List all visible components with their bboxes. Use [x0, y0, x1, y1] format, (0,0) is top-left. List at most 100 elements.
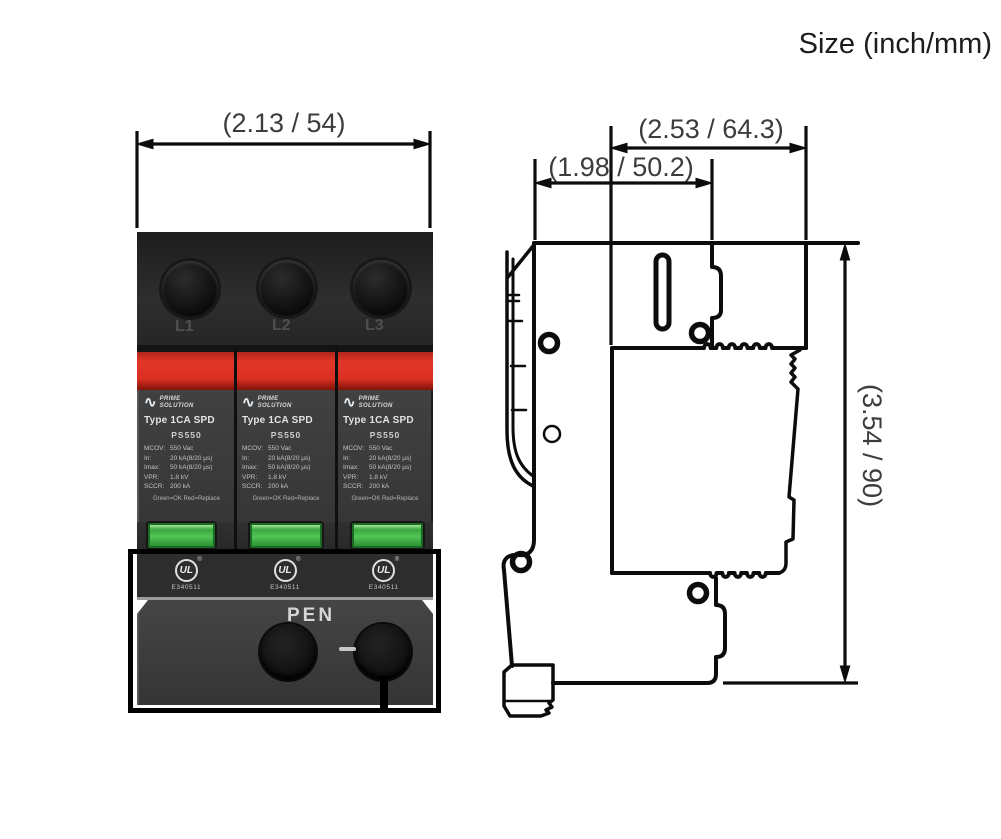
module-top-ribbed-edge [610, 342, 808, 350]
brand-wave-icon: ∿ [144, 393, 157, 411]
brand-row: ∿ PRIME SOLUTION [242, 395, 330, 410]
status-indicator-window-2 [250, 523, 322, 548]
ul-file-number: E340511 [368, 584, 399, 591]
spec-row: VPR:1.8 kV [343, 474, 427, 481]
ext-front-width [135, 131, 432, 228]
model-number: PS550 [270, 430, 302, 440]
spec-value: 200 kA [268, 483, 289, 490]
spec-row: MCOV: 550 Vac [144, 445, 229, 452]
spec-value: 20 kA(8/20 μs) [268, 454, 311, 462]
spec-key: SCCR: [343, 483, 364, 490]
ul-letters: UL [377, 564, 391, 576]
spec-key: In: [242, 454, 250, 462]
ul-letters: UL [179, 564, 193, 576]
spec-key: VPR: [144, 473, 160, 481]
spec-row: In:20 kA(8/20 μs) [144, 455, 229, 462]
status-line: Green=OK Red=Replace [152, 496, 221, 502]
brand-text: PRIME SOLUTION [258, 396, 292, 410]
spec-value: 550 Vac [170, 445, 194, 452]
brand-line1: PRIME [257, 395, 279, 402]
din-plate-inner [511, 257, 535, 478]
mount-ring-top-left [537, 331, 561, 355]
brand-wave-icon: ∿ [343, 393, 356, 411]
spec-key: Imax: [343, 464, 359, 471]
model-number: PS550 [369, 430, 401, 440]
module-label-area: ∿ PRIME SOLUTION Type 1CA SPD PS550 MCOV… [137, 390, 433, 522]
dim-label-base-depth: (1.98 / 50.2) [548, 152, 694, 182]
module-front-lower-edge [777, 348, 802, 575]
spec-list: MCOV: 550 Vac In:20 kA(8/20 μs) Imax: 50 k… [343, 445, 427, 490]
brand-text: PRIME SOLUTION [160, 396, 194, 410]
spec-row: VPR: 1.8 kV [144, 474, 229, 481]
dim-label-total-depth: (2.53 / 64.3) [638, 114, 784, 144]
ul-certification-row: UL ® E340511 UL ® E340511 UL ® E340511 [137, 553, 433, 597]
module-label-2: ∿ PRIME SOLUTION Type 1CA SPD PS550 MCOV… [235, 390, 336, 522]
spec-key: MCOV: [144, 445, 166, 452]
page-title: Size (inch/mm) [798, 28, 992, 60]
status-indicator-window-1 [148, 523, 215, 548]
terminal-cover-section: L1 L2 L3 [137, 232, 433, 345]
spec-row: VPR:1.8 kV [242, 474, 330, 481]
mount-ring-bottom-left [509, 550, 533, 574]
spd-front-view: L1 L2 L3 ∿ PRIME SOLUTION Type 1CA SPD P… [137, 232, 433, 712]
brand-line2: SOLUTION [159, 402, 194, 409]
spec-key: Imax: [144, 464, 160, 471]
registered-mark: ® [296, 557, 301, 563]
model-number: PS550 [171, 430, 202, 440]
ul-logo-icon: UL ® [174, 557, 202, 582]
registered-mark: ® [197, 557, 202, 563]
spec-row: MCOV: 550 Vac [343, 445, 427, 452]
terminal-l3 [353, 260, 409, 316]
spec-value: 550 Vac [369, 445, 393, 452]
spec-row: Imax: 50 kA(8/20 μs) [242, 464, 330, 471]
arrow-left [609, 142, 628, 154]
type-label: Type 1CA SPD [242, 415, 313, 426]
side-view-outline [501, 241, 860, 718]
module-label-3: ∿ PRIME SOLUTION Type 1CA SPD PS550 MCOV… [336, 390, 433, 522]
brand-row: ∿ PRIME SOLUTION [144, 395, 229, 410]
din-plate-ticks [505, 293, 528, 412]
arrow-right [695, 177, 714, 189]
terminal-label-l1: L1 [175, 318, 194, 335]
spec-key: MCOV: [343, 445, 365, 452]
spec-value: 50 kA(8/20 μs) [369, 464, 412, 471]
spec-row: MCOV:550 Vac [242, 445, 330, 452]
status-indicator-window-3 [352, 523, 423, 548]
spec-value: 1.8 kV [268, 473, 287, 481]
base-front-lower-edge [551, 576, 727, 685]
pen-link-mark [339, 647, 356, 651]
ul-letters: UL [278, 564, 292, 576]
pilot-hole [542, 424, 562, 444]
pen-terminal-section: PEN [137, 600, 433, 705]
spec-value: 50 kA(8/20 μs) [268, 464, 311, 471]
ext-base-depth [533, 159, 714, 240]
spec-value: 1.8 kV [170, 473, 189, 481]
vent-slot [653, 252, 672, 332]
spec-row: In: 20 kA(8/20 μs) [242, 455, 330, 462]
din-foot [502, 663, 555, 718]
arrow-left [135, 138, 154, 150]
module-seam [335, 347, 338, 550]
brand-text: PRIME SOLUTION [359, 396, 393, 410]
spec-value: 550 Vac [268, 445, 292, 452]
spec-value: 1.8 kV [369, 473, 388, 481]
terminal-label-l2: L2 [272, 317, 291, 334]
spec-row: In:20 kA(8/20 μs) [343, 455, 427, 462]
spec-row: SCCR: 200 kA [242, 483, 330, 490]
module-bottom-ribbed-edge [610, 571, 781, 579]
spec-row: Imax:50 kA(8/20 μs) [144, 464, 229, 471]
spec-row: Imax: 50 kA(8/20 μs) [343, 464, 427, 471]
spec-key: SCCR: [242, 483, 263, 490]
arrow-right [413, 138, 432, 150]
spec-value: 200 kA [369, 483, 390, 490]
spec-key: Imax: [242, 464, 258, 471]
module-seam [234, 347, 237, 550]
terminal-l1 [162, 261, 218, 317]
brand-line2: SOLUTION [257, 402, 292, 409]
registered-mark: ® [394, 557, 400, 563]
pen-terminal-right [355, 624, 411, 680]
spec-value: 20 kA(8/20 μs) [369, 454, 412, 462]
spec-list: MCOV:550 Vac In: 20 kA(8/20 μs) Imax: 50 k… [242, 445, 330, 490]
arrow-up [839, 242, 851, 261]
